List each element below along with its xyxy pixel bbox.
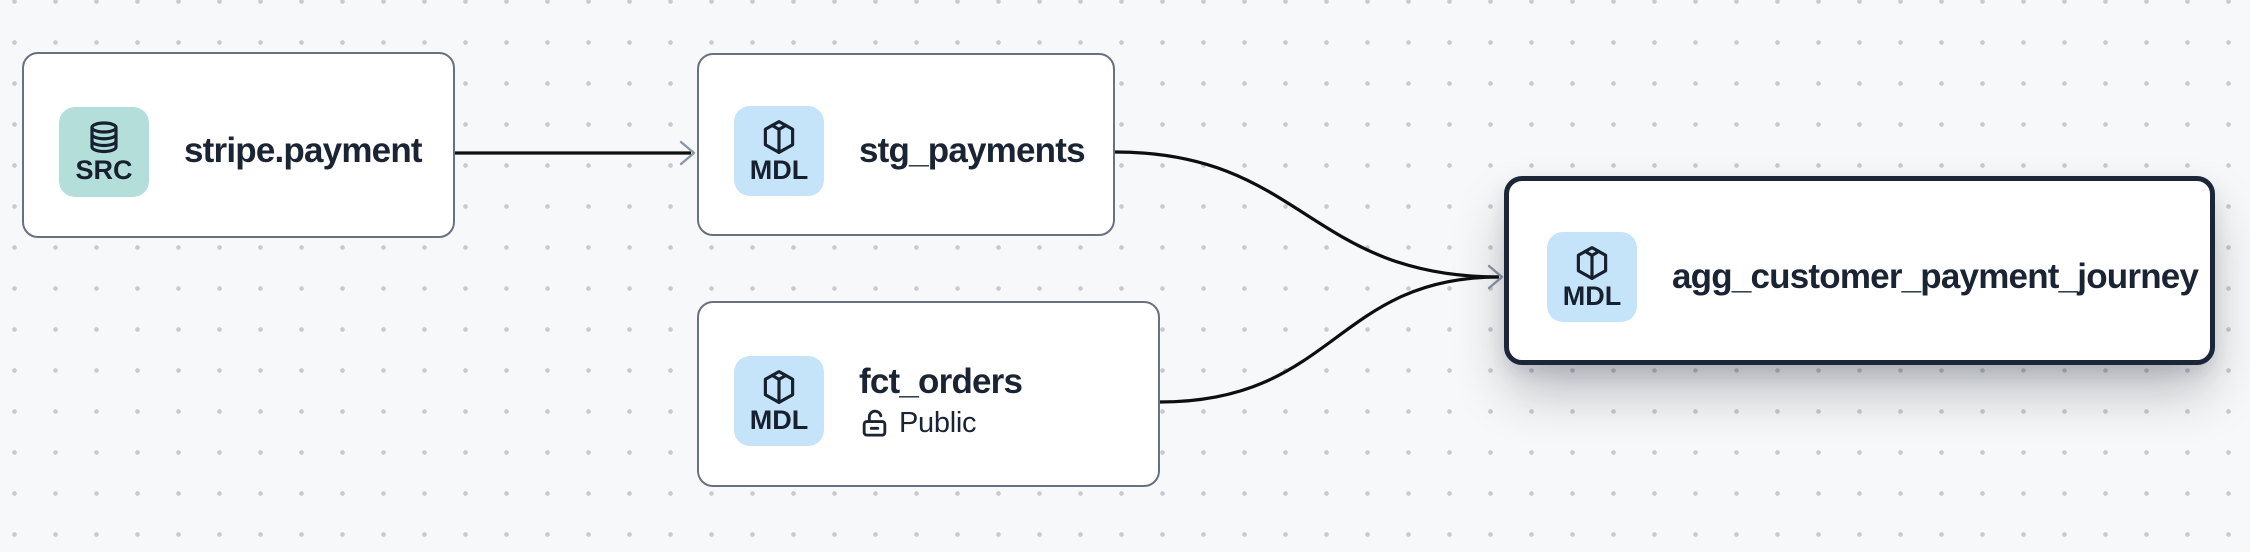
edge-fct-orders-to-agg-customer-payment-journey[interactable] <box>1159 275 1500 404</box>
access-label: Public <box>899 407 977 440</box>
badge-label: MDL <box>749 404 809 435</box>
database-icon <box>86 120 122 156</box>
model-badge: MDL <box>734 355 824 446</box>
arrowhead-icon <box>1487 264 1504 290</box>
node-fct-orders[interactable]: MDL fct_orders Public <box>697 301 1160 487</box>
model-badge: MDL <box>734 106 824 196</box>
node-title: agg_customer_payment_journey <box>1672 256 2199 296</box>
node-title: stg_payments <box>859 130 1086 170</box>
badge-label: MDL <box>749 155 809 185</box>
cube-icon <box>760 368 798 406</box>
node-agg-customer-payment-journey[interactable]: MDL agg_customer_payment_journey <box>1504 176 2215 365</box>
node-stg-payments[interactable]: MDL stg_payments <box>697 53 1115 236</box>
cube-icon <box>1573 244 1611 282</box>
badge-label: SRC <box>75 154 133 185</box>
source-badge: SRC <box>59 106 149 197</box>
node-title: fct_orders <box>859 361 1023 401</box>
lock-open-icon <box>859 408 890 439</box>
cube-icon <box>760 118 798 156</box>
badge-label: MDL <box>1562 281 1622 311</box>
access-badge: Public <box>859 408 1022 439</box>
node-title: stripe.payment <box>184 131 423 171</box>
edge-stg-payments-to-agg-customer-payment-journey[interactable] <box>1114 150 1500 279</box>
arrowhead-icon <box>679 140 696 166</box>
node-stripe-payment[interactable]: SRC stripe.payment <box>22 52 455 238</box>
model-badge: MDL <box>1547 232 1637 322</box>
